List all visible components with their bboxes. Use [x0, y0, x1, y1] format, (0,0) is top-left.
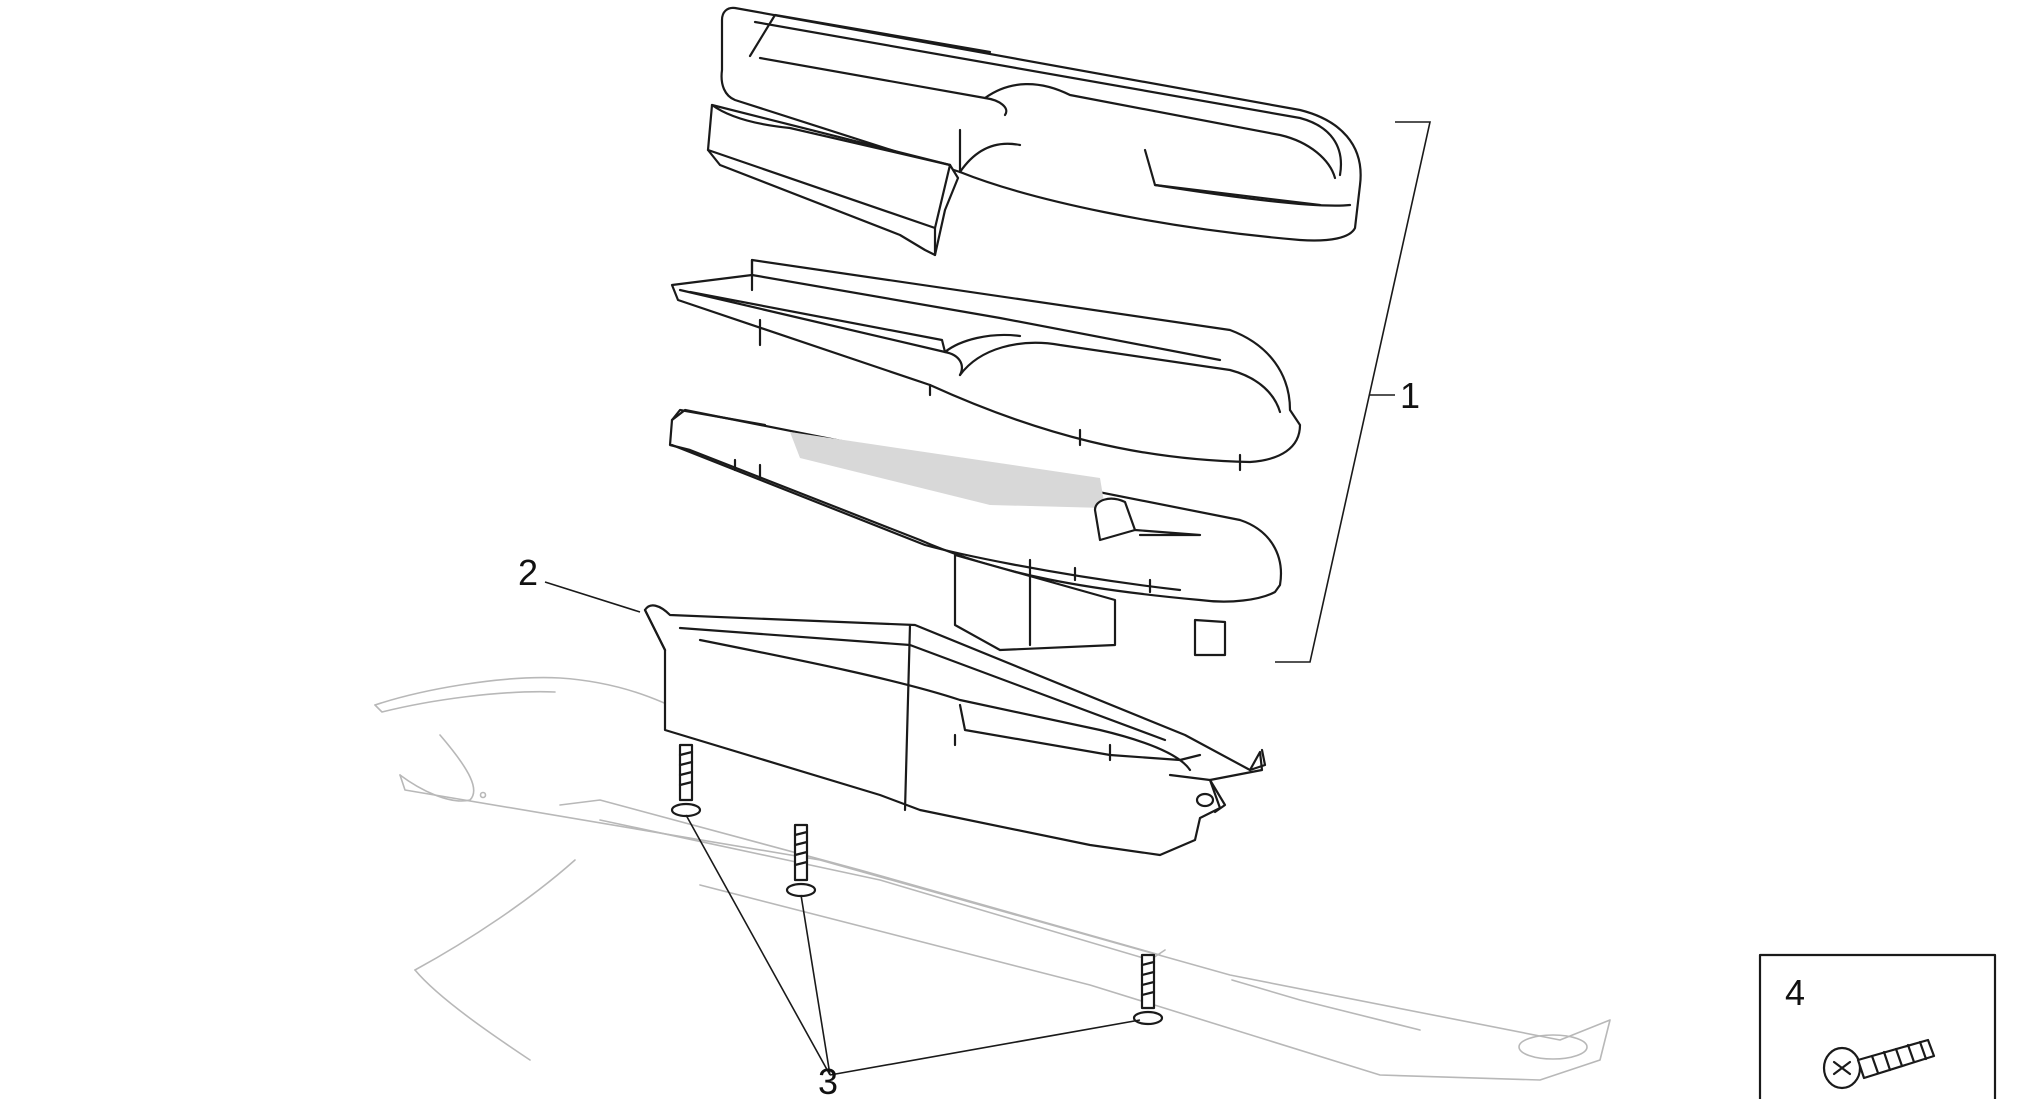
- lower-housing: [643, 604, 1267, 857]
- callout-1: 1: [1400, 375, 1420, 416]
- callout-3: 3: [818, 1061, 838, 1099]
- screw-left: [670, 743, 702, 818]
- screw-right: [1132, 953, 1164, 1026]
- leader-line-3: [685, 814, 1141, 1076]
- lcd-display-area: [790, 432, 1105, 508]
- screw-phillips-head: [1822, 1038, 1936, 1090]
- instrument-lens-strip: [706, 103, 960, 257]
- part-4-inset: 4: [1758, 953, 1997, 1099]
- callout-2: 2: [518, 552, 538, 593]
- dial-face-plate: [670, 258, 1302, 472]
- callout-4: 4: [1785, 972, 1805, 1013]
- screw-middle: [785, 823, 817, 898]
- instrument-cover: [720, 6, 1362, 242]
- assembly-bracket-line: [1275, 121, 1431, 663]
- gauge-circuit-board: [668, 408, 1283, 657]
- leader-line-2: [544, 581, 641, 613]
- mounting-bracket-ghost: [374, 676, 1611, 1081]
